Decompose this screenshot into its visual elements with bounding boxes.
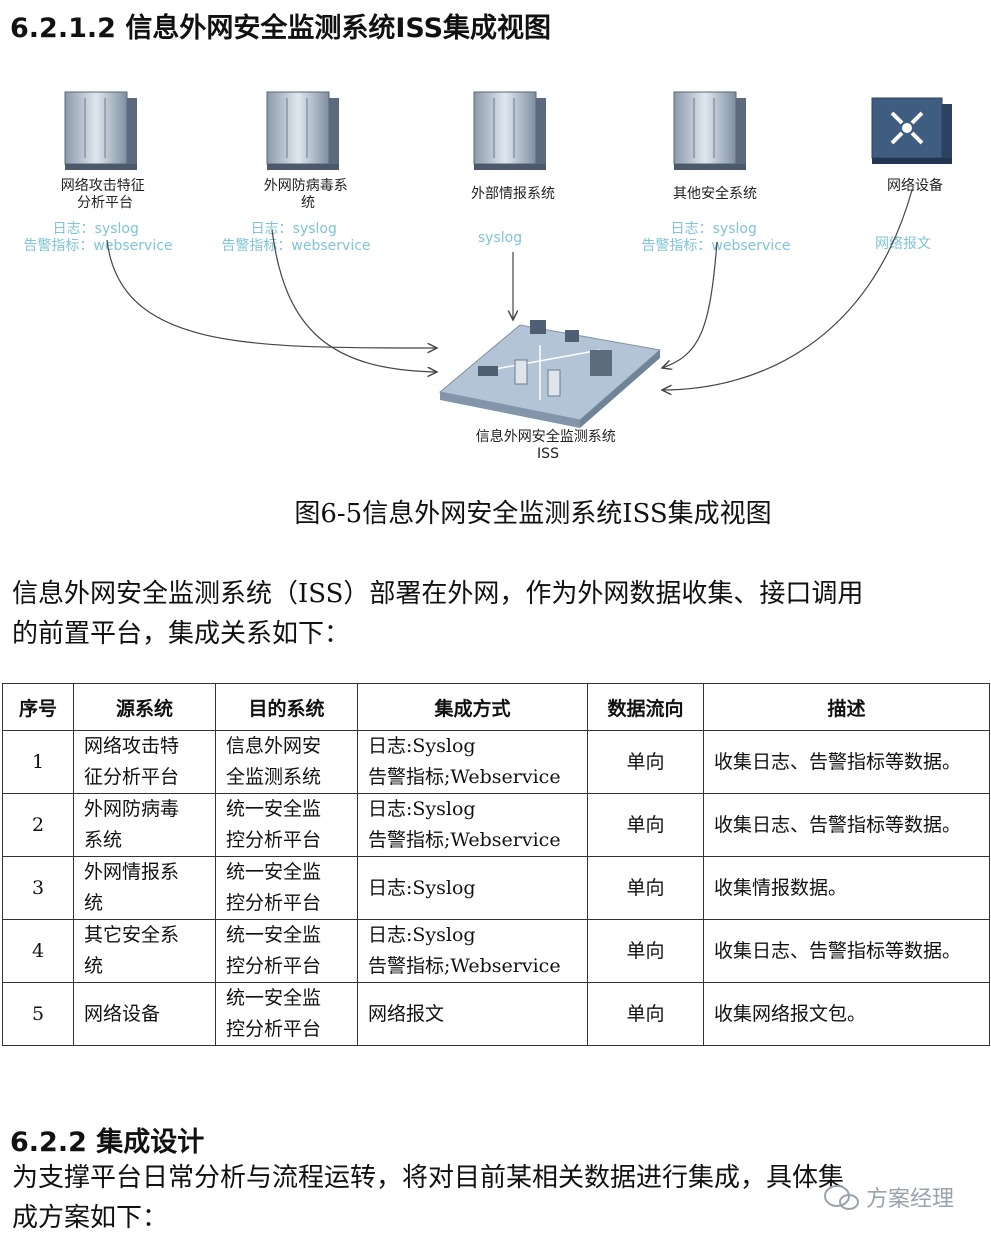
watermark: 方案经理 bbox=[822, 1180, 972, 1216]
server-icon-intel bbox=[474, 92, 546, 170]
figure-caption: 图6-5信息外网安全监测系统ISS集成视图 bbox=[0, 493, 991, 530]
cell-flow: 单向 bbox=[588, 857, 704, 920]
col-header-method: 集成方式 bbox=[358, 684, 588, 731]
table-row: 3 外网情报系统 统一安全监控分析平台 日志:Syslog 单向 收集情报数据。 bbox=[3, 857, 990, 920]
cell-flow: 单向 bbox=[588, 983, 704, 1046]
cell-flow: 单向 bbox=[588, 794, 704, 857]
cell-desc: 收集日志、告警指标等数据。 bbox=[704, 920, 990, 983]
cell-no: 2 bbox=[3, 794, 74, 857]
node-label-network-device: 网络设备 bbox=[887, 177, 943, 194]
cell-source: 网络设备 bbox=[74, 983, 216, 1046]
node-label-attack-platform: 网络攻击特征 分析平台 bbox=[61, 178, 149, 211]
table-header-row: 序号 源系统 目的系统 集成方式 数据流向 描述 bbox=[3, 684, 990, 731]
iss-platform-icon bbox=[440, 320, 660, 428]
network-switch-icon bbox=[872, 98, 952, 164]
cell-target: 统一安全监控分析平台 bbox=[216, 983, 358, 1046]
col-header-no: 序号 bbox=[3, 684, 74, 731]
cell-source: 外网防病毒系统 bbox=[74, 794, 216, 857]
cell-flow: 单向 bbox=[588, 920, 704, 983]
paragraph-integration-design: 为支撑平台日常分析与流程运转，将对目前某相关数据进行集成，具体集 成方案如下： bbox=[12, 1158, 844, 1238]
node-label-antivirus: 外网防病毒系 统 bbox=[264, 178, 352, 211]
integration-table: 序号 源系统 目的系统 集成方式 数据流向 描述 1 网络攻击特征分析平台 信息… bbox=[2, 683, 990, 1046]
paragraph-line: 成方案如下： bbox=[12, 1198, 844, 1238]
node-meta-network-device: 网络报文 bbox=[875, 236, 931, 252]
server-icon-antivirus bbox=[267, 92, 339, 170]
server-icon-other-security bbox=[674, 92, 746, 170]
server-icon-attack-platform bbox=[65, 92, 137, 170]
node-meta-attack-platform: 日志：syslog 告警指标：webservice bbox=[23, 221, 172, 254]
node-meta-antivirus: 日志：syslog 告警指标：webservice bbox=[221, 221, 370, 254]
col-header-flow: 数据流向 bbox=[588, 684, 704, 731]
arrow-network-to-iss bbox=[662, 190, 912, 390]
wechat-icon: 方案经理 bbox=[822, 1180, 972, 1216]
node-label-other-security: 其他安全系统 bbox=[673, 185, 757, 202]
col-header-target: 目的系统 bbox=[216, 684, 358, 731]
svg-text:方案经理: 方案经理 bbox=[866, 1187, 954, 1212]
cell-method: 日志:Syslog bbox=[358, 857, 588, 920]
cell-no: 1 bbox=[3, 731, 74, 794]
cell-no: 5 bbox=[3, 983, 74, 1046]
cell-desc: 收集日志、告警指标等数据。 bbox=[704, 731, 990, 794]
section-heading-6-2-1-2: 6.2.1.2 信息外网安全监测系统ISS集成视图 bbox=[10, 6, 551, 45]
paragraph-line: 的前置平台，集成关系如下： bbox=[12, 614, 863, 654]
cell-flow: 单向 bbox=[588, 731, 704, 794]
cell-desc: 收集情报数据。 bbox=[704, 857, 990, 920]
cell-no: 4 bbox=[3, 920, 74, 983]
cell-source: 网络攻击特征分析平台 bbox=[74, 731, 216, 794]
arrow-other-to-iss bbox=[662, 242, 717, 368]
col-header-desc: 描述 bbox=[704, 684, 990, 731]
col-header-source: 源系统 bbox=[74, 684, 216, 731]
cell-target: 统一安全监控分析平台 bbox=[216, 857, 358, 920]
cell-no: 3 bbox=[3, 857, 74, 920]
node-meta-intel: syslog bbox=[478, 230, 522, 246]
paragraph-line: 为支撑平台日常分析与流程运转，将对目前某相关数据进行集成，具体集 bbox=[12, 1158, 844, 1198]
paragraph-iss-deployment: 信息外网安全监测系统（ISS）部署在外网，作为外网数据收集、接口调用 的前置平台… bbox=[12, 574, 863, 654]
cell-desc: 收集日志、告警指标等数据。 bbox=[704, 794, 990, 857]
node-label-intel: 外部情报系统 bbox=[471, 186, 555, 202]
cell-method: 网络报文 bbox=[358, 983, 588, 1046]
cell-target: 信息外网安全监测系统 bbox=[216, 731, 358, 794]
cell-target: 统一安全监控分析平台 bbox=[216, 920, 358, 983]
section-heading-6-2-2: 6.2.2 集成设计 bbox=[10, 1120, 204, 1159]
iss-integration-diagram: 网络攻击特征 分析平台 日志：syslog 告警指标：webservice 外网… bbox=[0, 80, 991, 470]
cell-source: 其它安全系统 bbox=[74, 920, 216, 983]
table-row: 5 网络设备 统一安全监控分析平台 网络报文 单向 收集网络报文包。 bbox=[3, 983, 990, 1046]
arrow-attack-to-iss bbox=[107, 240, 437, 348]
cell-target: 统一安全监控分析平台 bbox=[216, 794, 358, 857]
paragraph-line: 信息外网安全监测系统（ISS）部署在外网，作为外网数据收集、接口调用 bbox=[12, 574, 863, 614]
cell-source: 外网情报系统 bbox=[74, 857, 216, 920]
iss-label: 信息外网安全监测系统 ISS bbox=[476, 428, 620, 462]
cell-desc: 收集网络报文包。 bbox=[704, 983, 990, 1046]
